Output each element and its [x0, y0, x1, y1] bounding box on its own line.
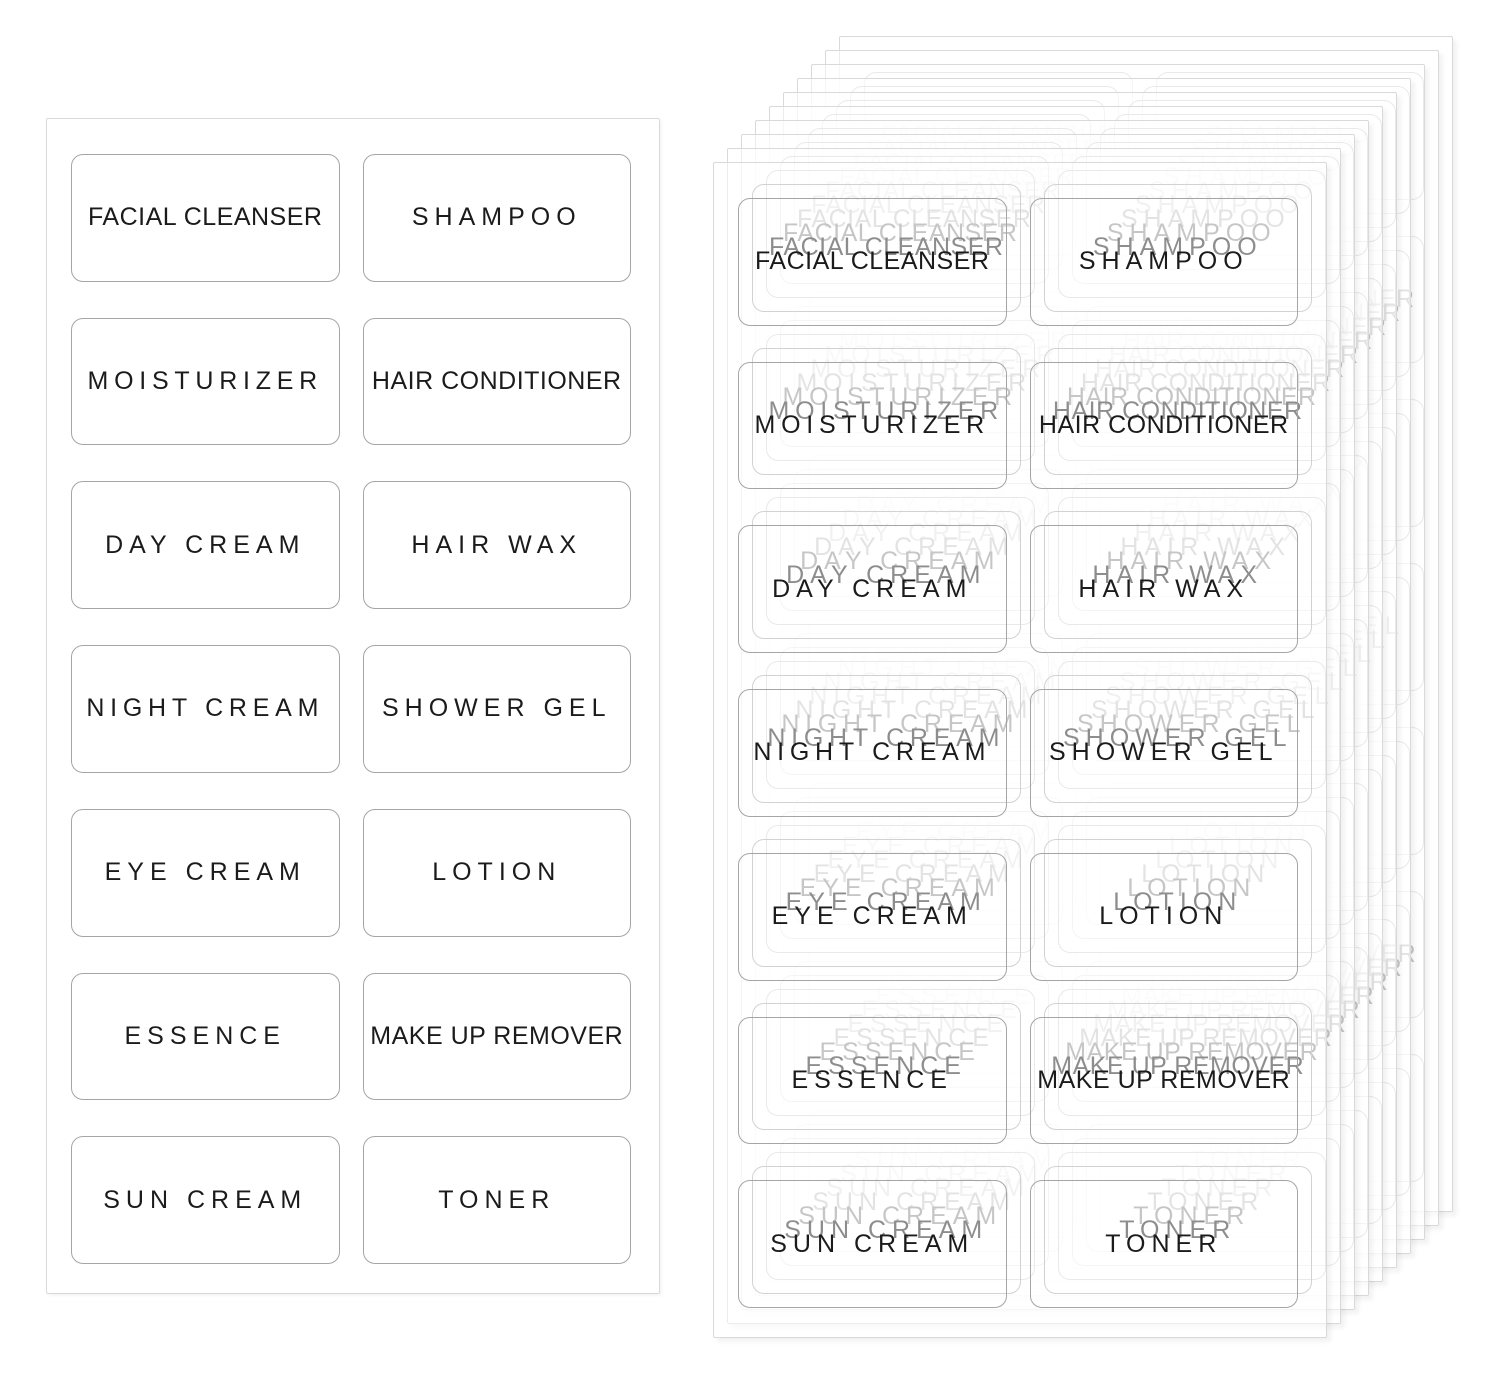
label-text: DAY CREAM [105, 530, 306, 559]
label-sticker: ESSENCE [738, 1016, 1007, 1145]
label-text: SUN CREAM [103, 1185, 308, 1214]
label-sticker: EYE CREAM [71, 808, 340, 937]
label-sticker: MOISTURIZER [71, 317, 340, 446]
label-sticker: TONER [1029, 1180, 1298, 1308]
label-text: NIGHT CREAM [753, 738, 992, 767]
label-sticker: HAIR WAX [362, 481, 631, 610]
label-sticker: DAY CREAM [738, 525, 1007, 654]
label-text: LOTION [1099, 902, 1229, 931]
label-sticker: SHAMPOO [1029, 198, 1298, 326]
label-text: TONER [1105, 1229, 1223, 1258]
label-sticker: TONER [362, 1136, 631, 1264]
label-text: MAKE UP REMOVER [370, 1021, 624, 1050]
label-text: HAIR WAX [411, 530, 583, 559]
label-sticker: MAKE UP REMOVER [362, 972, 631, 1101]
label-sticker: SUN CREAM [738, 1180, 1007, 1308]
label-text: SHOWER GEL [1049, 738, 1279, 767]
label-text: FACIAL CLEANSER [755, 247, 990, 276]
label-text: LOTION [432, 858, 562, 887]
label-sticker: LOTION [362, 808, 631, 937]
label-sticker: MOISTURIZER [738, 361, 1007, 490]
label-sheet-front: FACIAL CLEANSER SHAMPOO MOISTURIZER HAIR CO… [713, 162, 1327, 1338]
label-text: SHOWER GEL [382, 694, 612, 723]
label-sticker: SHOWER GEL [362, 645, 631, 773]
label-text: ESSENCE [791, 1065, 953, 1094]
label-text: HAIR CONDITIONER [371, 367, 622, 396]
label-sticker: FACIAL CLEANSER [738, 198, 1007, 326]
label-sticker: LOTION [1029, 852, 1298, 981]
label-sticker: HAIR CONDITIONER [362, 317, 631, 446]
label-text: EYE CREAM [104, 858, 306, 887]
label-text: ESSENCE [124, 1021, 286, 1050]
label-sticker: HAIR WAX [1029, 525, 1298, 654]
label-sticker: MAKE UP REMOVER [1029, 1016, 1298, 1145]
label-text: SUN CREAM [770, 1229, 975, 1258]
label-sticker: SHAMPOO [362, 154, 631, 282]
label-grid: FACIAL CLEANSER SHAMPOO MOISTURIZER HAIR CO… [738, 198, 1298, 1308]
label-sticker: FACIAL CLEANSER [71, 154, 340, 282]
label-text: HAIR WAX [1078, 574, 1250, 603]
label-text: TONER [438, 1185, 556, 1214]
label-text: MAKE UP REMOVER [1037, 1065, 1291, 1094]
label-text: HAIR CONDITIONER [1038, 411, 1289, 440]
label-sticker: NIGHT CREAM [738, 689, 1007, 817]
label-text: MOISTURIZER [87, 367, 323, 396]
label-sticker: DAY CREAM [71, 481, 340, 610]
label-sticker: HAIR CONDITIONER [1029, 361, 1298, 490]
label-text: DAY CREAM [772, 574, 973, 603]
label-text: MOISTURIZER [754, 411, 990, 440]
label-sticker: EYE CREAM [738, 852, 1007, 981]
stacked-sheets-area: FACIAL CLEANSER SHAMPOO MOISTURIZER HAIR CO… [713, 36, 1453, 1338]
label-text: SHAMPOO [411, 203, 582, 232]
label-sheet-flat: FACIAL CLEANSER SHAMPOO MOISTURIZER HAIR CO… [46, 118, 660, 1294]
label-text: SHAMPOO [1078, 247, 1249, 276]
label-sticker: SHOWER GEL [1029, 689, 1298, 817]
label-sticker: NIGHT CREAM [71, 645, 340, 773]
label-text: EYE CREAM [771, 902, 973, 931]
label-grid: FACIAL CLEANSER SHAMPOO MOISTURIZER HAIR CO… [71, 154, 631, 1264]
label-sticker: ESSENCE [71, 972, 340, 1101]
label-text: FACIAL CLEANSER [88, 203, 323, 232]
label-sticker: SUN CREAM [71, 1136, 340, 1264]
label-text: NIGHT CREAM [86, 694, 325, 723]
